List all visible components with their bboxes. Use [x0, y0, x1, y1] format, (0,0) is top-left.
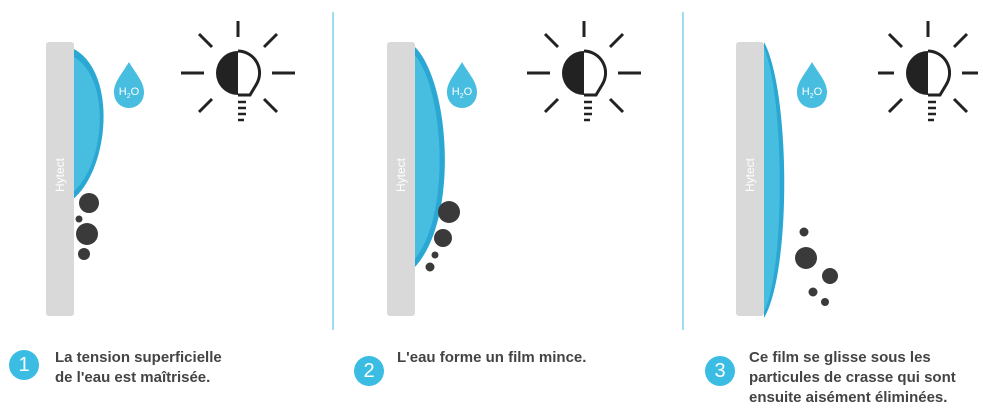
dirt-particle: [795, 247, 817, 269]
dirt-particle: [78, 248, 90, 260]
step-3-number-badge: 3: [705, 356, 735, 386]
step-1-line-1: La tension superficielle: [55, 348, 222, 368]
dirt-particle: [434, 229, 452, 247]
dirt-particle: [76, 223, 98, 245]
step-3-line-2: particules de crasse qui sont: [749, 368, 956, 388]
dirt-particle: [76, 216, 83, 223]
step-2-caption: L'eau forme un film mince.: [397, 348, 586, 368]
step-2-number-badge: 2: [354, 356, 384, 386]
step-3-line-1: Ce film se glisse sous les: [749, 348, 956, 368]
stage-3: Hytect H2O: [736, 21, 978, 318]
water-drop-icon: H2O: [114, 62, 144, 108]
dirt-particle: [79, 193, 99, 213]
step-3-caption: Ce film se glisse sous les particules de…: [749, 348, 956, 408]
dirt-particle: [800, 228, 809, 237]
dirt-particle: [438, 201, 460, 223]
step-3-line-3: ensuite aisément éliminées.: [749, 388, 956, 408]
dirt-particle: [426, 263, 435, 272]
hytect-label: Hytect: [743, 157, 757, 192]
stage-1: Hytect H2O: [46, 21, 295, 316]
dirt-particle: [821, 298, 829, 306]
water-film-front: [414, 54, 440, 260]
dirt-particle: [432, 252, 439, 259]
water-drop-icon: H2O: [447, 62, 477, 108]
hytect-label: Hytect: [394, 157, 408, 192]
step-1-line-2: de l'eau est maîtrisée.: [55, 368, 222, 388]
water-drop-icon: H2O: [797, 62, 827, 108]
step-1-caption: La tension superficielle de l'eau est ma…: [55, 348, 222, 388]
dirt-particle: [809, 288, 818, 297]
lightbulb-icon: [527, 21, 641, 120]
lightbulb-icon: [181, 21, 295, 120]
step-1-number-badge: 1: [9, 350, 39, 380]
step-2-line-1: L'eau forme un film mince.: [397, 348, 586, 368]
stage-2: Hytect H2O: [387, 21, 641, 316]
lightbulb-icon: [878, 21, 978, 120]
dirt-particle: [822, 268, 838, 284]
hytect-label: Hytect: [53, 157, 67, 192]
